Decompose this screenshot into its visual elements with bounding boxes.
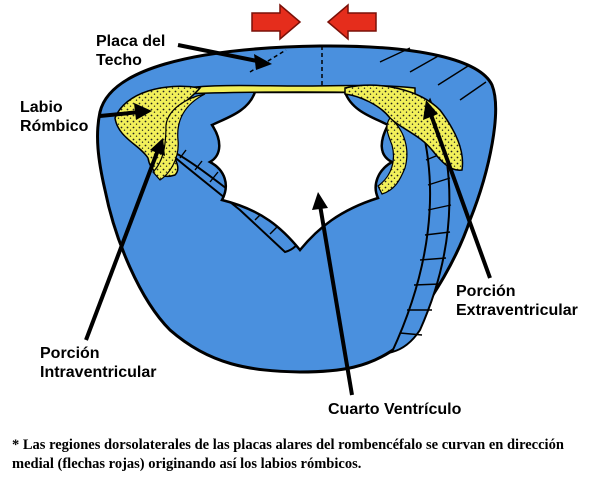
rhombencephalon-diagram	[84, 3, 498, 396]
fourth-ventricle-cavity	[207, 90, 395, 252]
figure-caption: * Las regiones dorsolaterales de las pla…	[12, 437, 564, 472]
label-labio-rombico-line1: Labio	[20, 99, 63, 116]
label-porcion-extraventricular: Porción Extraventricular	[456, 282, 578, 320]
label-labio-rombico: Labio Rómbico	[20, 98, 88, 136]
left-red-arrow	[251, 3, 302, 41]
label-placa-techo: Placa del Techo	[96, 32, 165, 70]
right-cut-face	[390, 97, 451, 354]
label-porcion-intra-line1: Porción	[40, 345, 100, 362]
label-placa-techo-line1: Placa del	[96, 33, 166, 50]
rhombic-lip-right-arm	[377, 117, 408, 195]
red-arrow-icon	[251, 3, 377, 41]
rhombic-lip-left-arm	[152, 93, 206, 181]
label-porcion-extra-line2: Extraventricular	[456, 302, 578, 319]
label-placa-techo-line2: Techo	[96, 52, 142, 69]
label-porcion-extra-line1: Porción	[456, 283, 516, 300]
label-labio-rombico-line2: Rómbico	[20, 118, 89, 135]
label-porcion-intraventricular: Porción Intraventricular	[40, 344, 156, 382]
pointer-arrows	[84, 43, 492, 396]
label-cuarto-ventriculo: Cuarto Ventrículo	[328, 401, 462, 418]
right-red-arrow	[326, 3, 377, 41]
label-porcion-intra-line2: Intraventricular	[40, 364, 157, 381]
